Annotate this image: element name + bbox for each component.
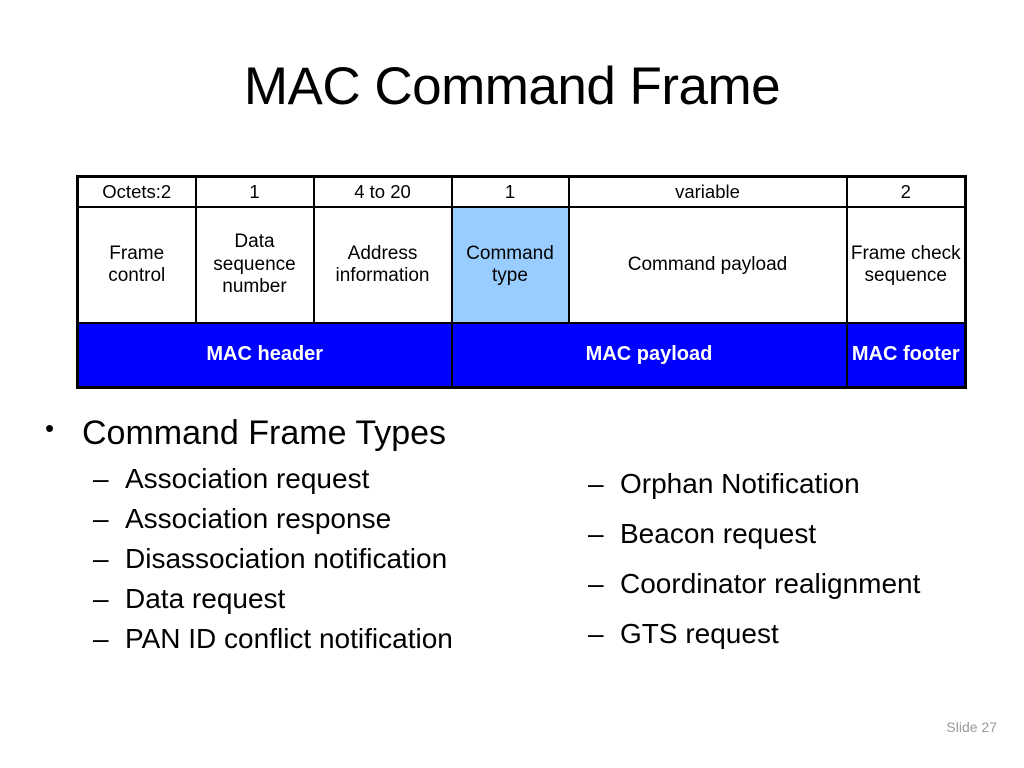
octets-cell-command-payload: variable: [567, 175, 848, 208]
field-cell-command-type: Command type: [450, 206, 570, 324]
field-cell-command-payload: Command payload: [567, 206, 848, 324]
field-cell-address-information: Address information: [312, 206, 453, 324]
octets-cell-address-information: 4 to 20: [312, 175, 453, 208]
mac-frame-format-table: Octets:2 1 4 to 20 1 variable 2 Frame co…: [76, 175, 967, 389]
list-item-label: Association request: [125, 463, 370, 494]
slide-number-label: Slide 27: [946, 719, 997, 735]
octets-cell-data-sequence-number: 1: [194, 175, 315, 208]
list-item-label: Coordinator realignment: [620, 568, 921, 599]
dash-icon: –: [588, 568, 604, 599]
dash-icon: –: [93, 623, 109, 654]
dash-icon: –: [588, 518, 604, 549]
octets-cell-command-type: 1: [450, 175, 570, 208]
dash-icon: –: [588, 618, 604, 649]
dash-icon: –: [93, 543, 109, 574]
table-row-sections: MAC header MAC payload MAC footer: [76, 322, 967, 389]
bullet-dot-icon: •: [45, 413, 55, 443]
field-cell-frame-check-sequence: Frame check sequence: [845, 206, 967, 324]
dash-icon: –: [93, 583, 109, 614]
field-cell-data-sequence-number: Data sequence number: [194, 206, 315, 324]
octets-cell-frame-check-sequence: 2: [845, 175, 967, 208]
octets-cell-frame-control: Octets:2: [76, 175, 197, 208]
list-item-label: Beacon request: [620, 518, 817, 549]
list-item-label: PAN ID conflict notification: [125, 623, 453, 654]
list-item-label: Association response: [125, 503, 392, 534]
section-cell-mac-header: MAC header: [76, 322, 453, 389]
field-cell-frame-control: Frame control: [76, 206, 197, 324]
dash-icon: –: [588, 468, 604, 499]
list-item-label: Data request: [125, 583, 286, 614]
list-item-label: Disassociation notification: [125, 543, 448, 574]
list-item-label: Orphan Notification: [620, 468, 860, 499]
dash-icon: –: [93, 503, 109, 534]
dash-icon: –: [93, 463, 109, 494]
section-cell-mac-payload: MAC payload: [450, 322, 848, 389]
list-item-label: GTS request: [620, 618, 779, 649]
table-row-fields: Frame control Data sequence number Addre…: [76, 206, 967, 324]
table-row-octets: Octets:2 1 4 to 20 1 variable 2: [76, 175, 967, 208]
bullet-heading-label: Command Frame Types: [82, 414, 447, 452]
page-title: MAC Command Frame: [243, 57, 781, 116]
section-cell-mac-footer: MAC footer: [845, 322, 967, 389]
